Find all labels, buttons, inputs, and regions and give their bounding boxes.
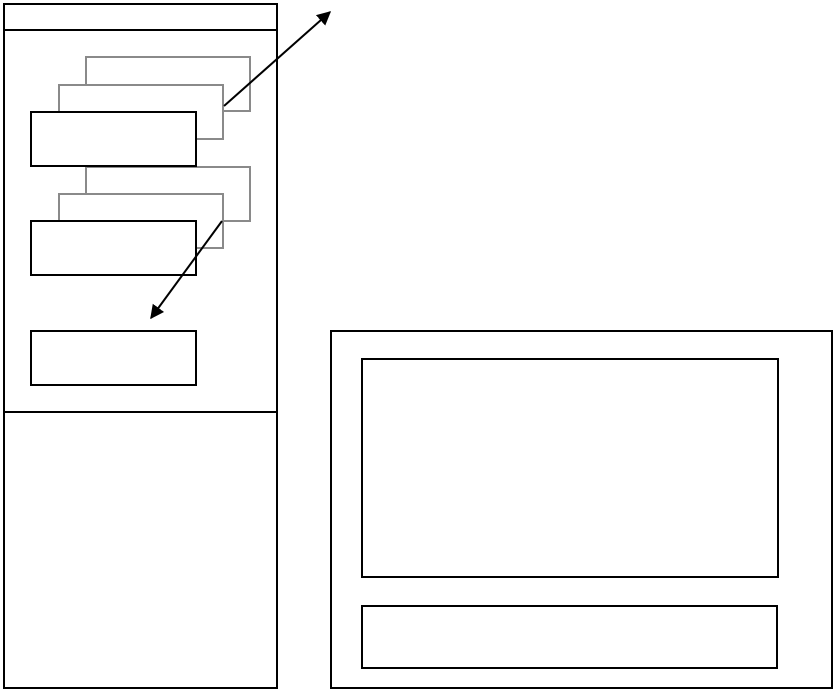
content-area[interactable]: [361, 358, 779, 578]
card-2[interactable]: [30, 220, 197, 276]
footer-bar[interactable]: [361, 605, 778, 669]
right-panel-frame: [330, 330, 833, 689]
left-panel-frame: [3, 3, 278, 689]
right-panel: [330, 330, 833, 689]
arrow-out-up-right: [223, 11, 332, 107]
card-1[interactable]: [30, 111, 197, 167]
foreground-cards: [30, 111, 197, 386]
arrows: [150, 11, 332, 320]
left-panel: [3, 3, 278, 689]
arrow-in-down-left: [150, 220, 223, 320]
card-3[interactable]: [30, 330, 197, 386]
